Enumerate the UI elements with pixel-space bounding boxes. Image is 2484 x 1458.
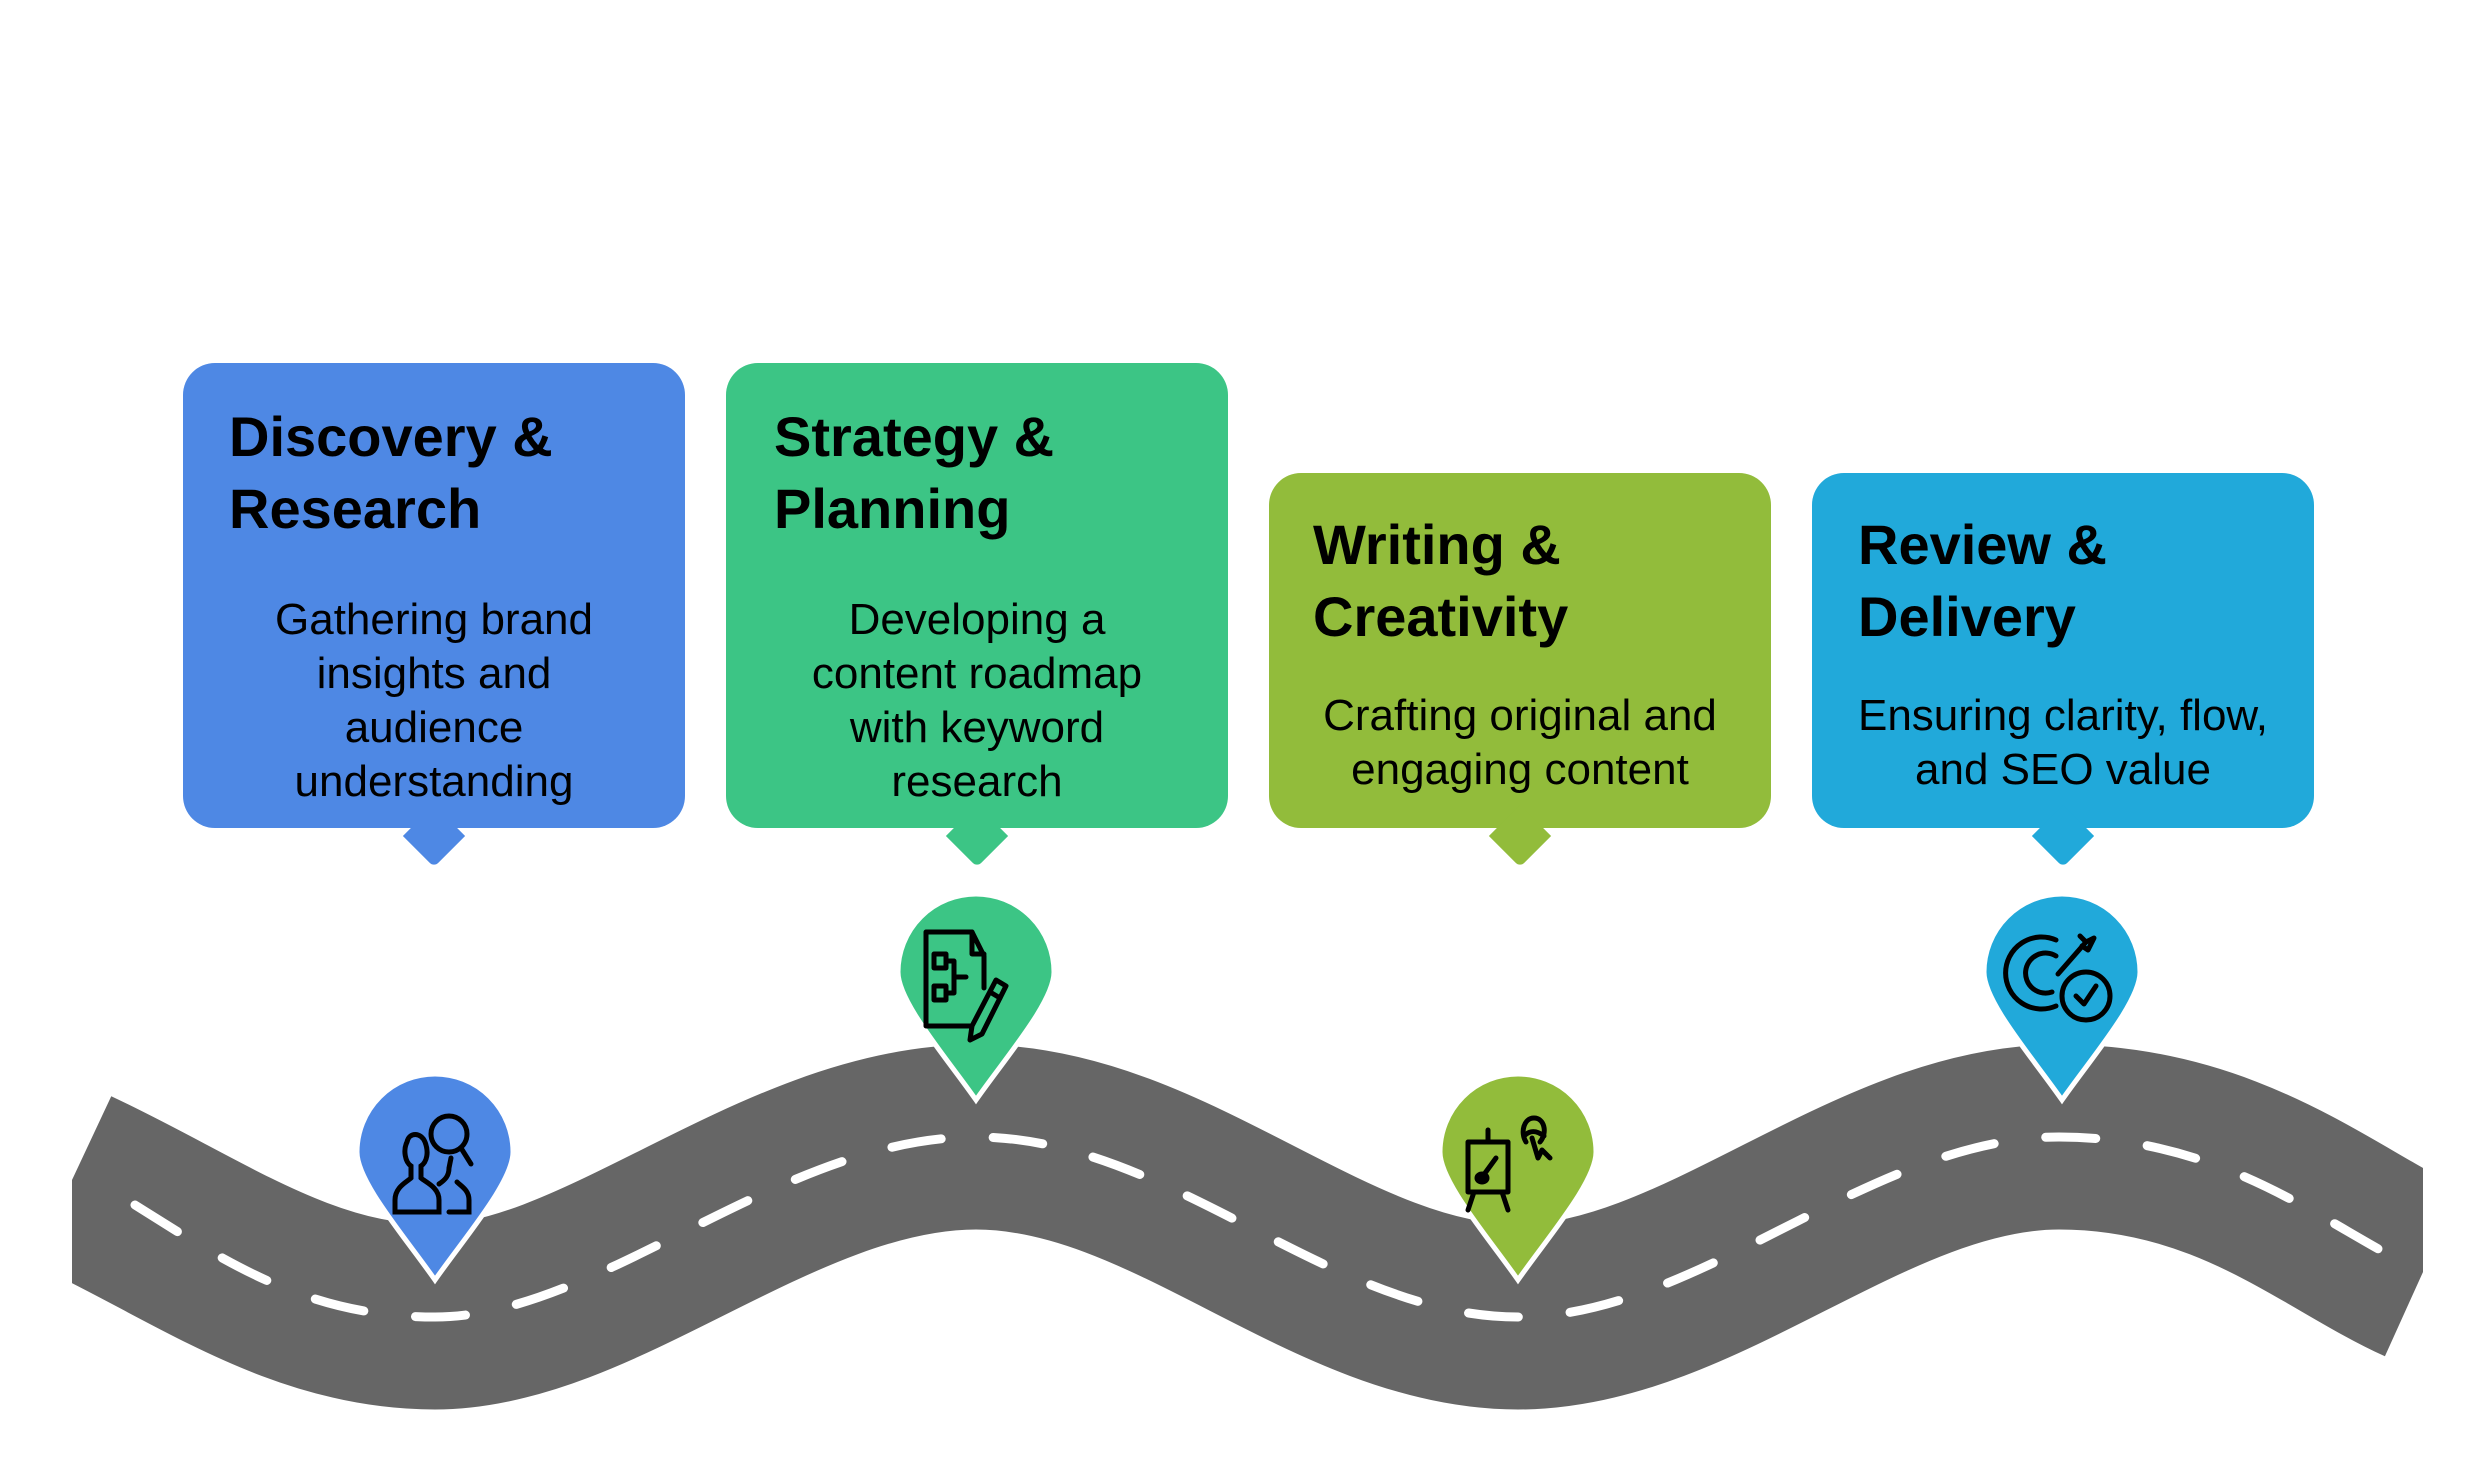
easel-creative-icon [1465, 1115, 1553, 1213]
road-center-line [130, 1132, 2428, 1322]
user-research-icon [392, 1113, 474, 1215]
pin-review [1981, 891, 2143, 1105]
step-card-review: Review & Delivery Ensuring clarity, flow… [1812, 473, 2314, 868]
pin-writing [1437, 1071, 1599, 1285]
pin-discovery [354, 1071, 516, 1285]
step-description: Gathering brand insights and audience un… [275, 595, 593, 806]
step-title: Discovery & Research [229, 405, 553, 540]
step-card-discovery: Discovery & Research Gathering brand ins… [183, 363, 685, 868]
step-description: Ensuring clarity, flow, and SEO value [1857, 691, 2268, 794]
document-plan-edit-icon [923, 929, 1009, 1043]
step-title: Writing & Creativity [1313, 513, 1569, 648]
step-title: Review & Delivery [1858, 513, 2107, 648]
pin-strategy [895, 891, 1057, 1105]
step-description: Developing a content roadmap with keywor… [811, 595, 1143, 806]
target-check-icon [2003, 933, 2113, 1023]
step-title: Strategy & Planning [774, 405, 1055, 540]
step-card-writing: Writing & Creativity Crafting original a… [1269, 473, 1771, 868]
step-card-strategy: Strategy & Planning Developing a content… [726, 363, 1228, 868]
step-description: Crafting original and engaging content [1323, 691, 1717, 794]
